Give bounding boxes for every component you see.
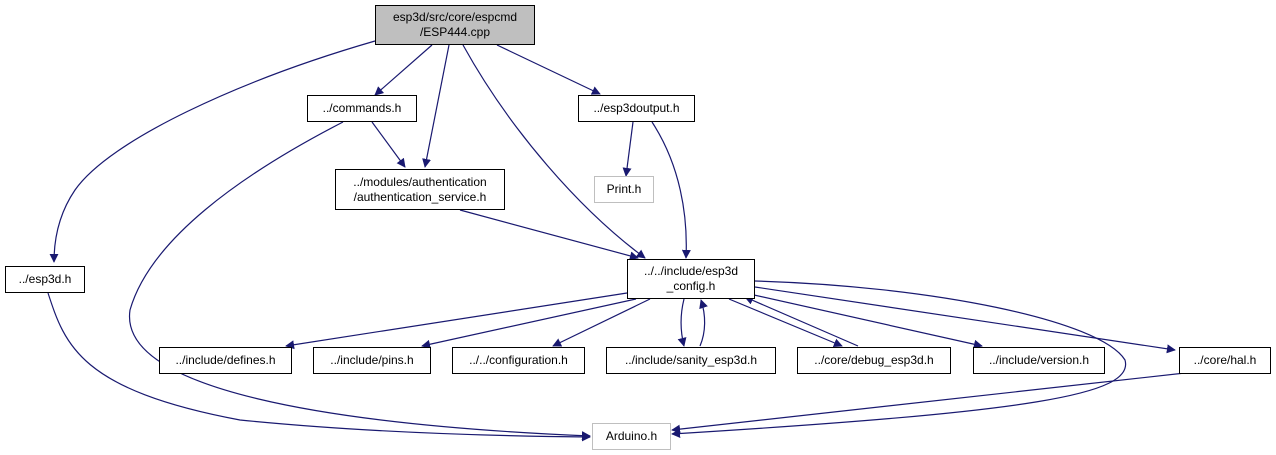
edge-commands-to-authentication: [371, 121, 406, 168]
edge-hal-to-arduino: [671, 372, 1186, 434]
node-label: ../include/defines.h: [175, 353, 276, 367]
edge-config-to-hal: [754, 286, 1176, 354]
node-print-h[interactable]: Print.h: [594, 176, 654, 203]
edge-config-to-sanity: [677, 298, 687, 347]
node-label: /authentication_service.h: [353, 189, 487, 204]
node-label: ../include/version.h: [988, 353, 1090, 367]
edge-root-to-authentication: [422, 44, 450, 168]
edge-esp3doutput-to-print: [622, 121, 634, 177]
node-authentication-service-h[interactable]: ../modules/authentication /authenticatio…: [335, 169, 505, 210]
edge-root-to-commands: [374, 44, 433, 96]
node-label: ../../include/esp3d: [643, 264, 739, 278]
node-version-h[interactable]: ../include/version.h: [973, 347, 1105, 374]
edge-esp3doutput-to-esp3d-config: [651, 121, 691, 259]
node-label: /ESP444.cpp: [419, 25, 491, 39]
node-label: ../include/pins.h: [330, 353, 414, 367]
node-hal-h[interactable]: ../core/hal.h: [1179, 347, 1271, 374]
node-debug-esp3d-h[interactable]: ../core/debug_esp3d.h: [797, 347, 951, 374]
edge-config-to-configuration: [552, 298, 651, 347]
edge-authentication-to-esp3d-config: [459, 209, 639, 261]
node-esp3d-config-h[interactable]: ../../include/esp3d _config.h: [627, 259, 755, 299]
node-pins-h[interactable]: ../include/pins.h: [313, 347, 431, 374]
node-label: esp3d/src/core/espcmd: [392, 10, 518, 24]
node-esp3doutput-h[interactable]: ../esp3doutput.h: [578, 95, 695, 122]
edge-sanity-to-config: [699, 299, 708, 347]
edge-config-to-version: [744, 292, 983, 349]
node-label: _config.h: [666, 279, 716, 293]
node-label: ../core/hal.h: [1193, 353, 1257, 367]
node-label: Arduino.h: [605, 429, 658, 443]
node-label: ../../configuration.h: [469, 353, 568, 367]
node-sanity-esp3d-h[interactable]: ../include/sanity_esp3d.h: [606, 347, 776, 374]
edge-config-to-debug: [728, 298, 843, 348]
edge-config-to-defines: [285, 292, 628, 350]
node-commands-h[interactable]: ../commands.h: [307, 95, 417, 122]
edge-config-to-pins: [421, 298, 637, 349]
node-arduino-h[interactable]: Arduino.h: [592, 423, 671, 450]
edge-debug-to-config: [744, 296, 859, 347]
node-label: Print.h: [606, 182, 642, 196]
edge-config-to-arduino: [671, 280, 1127, 438]
edge-root-to-esp3doutput: [496, 44, 601, 95]
node-esp444-cpp[interactable]: esp3d/src/core/espcmd /ESP444.cpp: [375, 5, 535, 45]
node-label: ../core/debug_esp3d.h: [814, 353, 934, 367]
edge-root-to-esp3d-config: [462, 44, 646, 259]
node-label: ../esp3d.h: [18, 272, 72, 286]
edge-commands-to-arduino: [129, 121, 591, 441]
node-label: ../modules/authentication: [353, 174, 487, 189]
node-defines-h[interactable]: ../include/defines.h: [159, 347, 292, 374]
node-configuration-h[interactable]: ../../configuration.h: [452, 347, 585, 374]
node-label: ../commands.h: [322, 101, 402, 115]
node-esp3d-h[interactable]: ../esp3d.h: [5, 266, 85, 293]
edge-esp3d-to-arduino: [47, 292, 591, 442]
node-label: ../include/sanity_esp3d.h: [624, 353, 758, 367]
edge-root-to-esp3d: [49, 40, 376, 263]
node-label: ../esp3doutput.h: [593, 101, 680, 115]
